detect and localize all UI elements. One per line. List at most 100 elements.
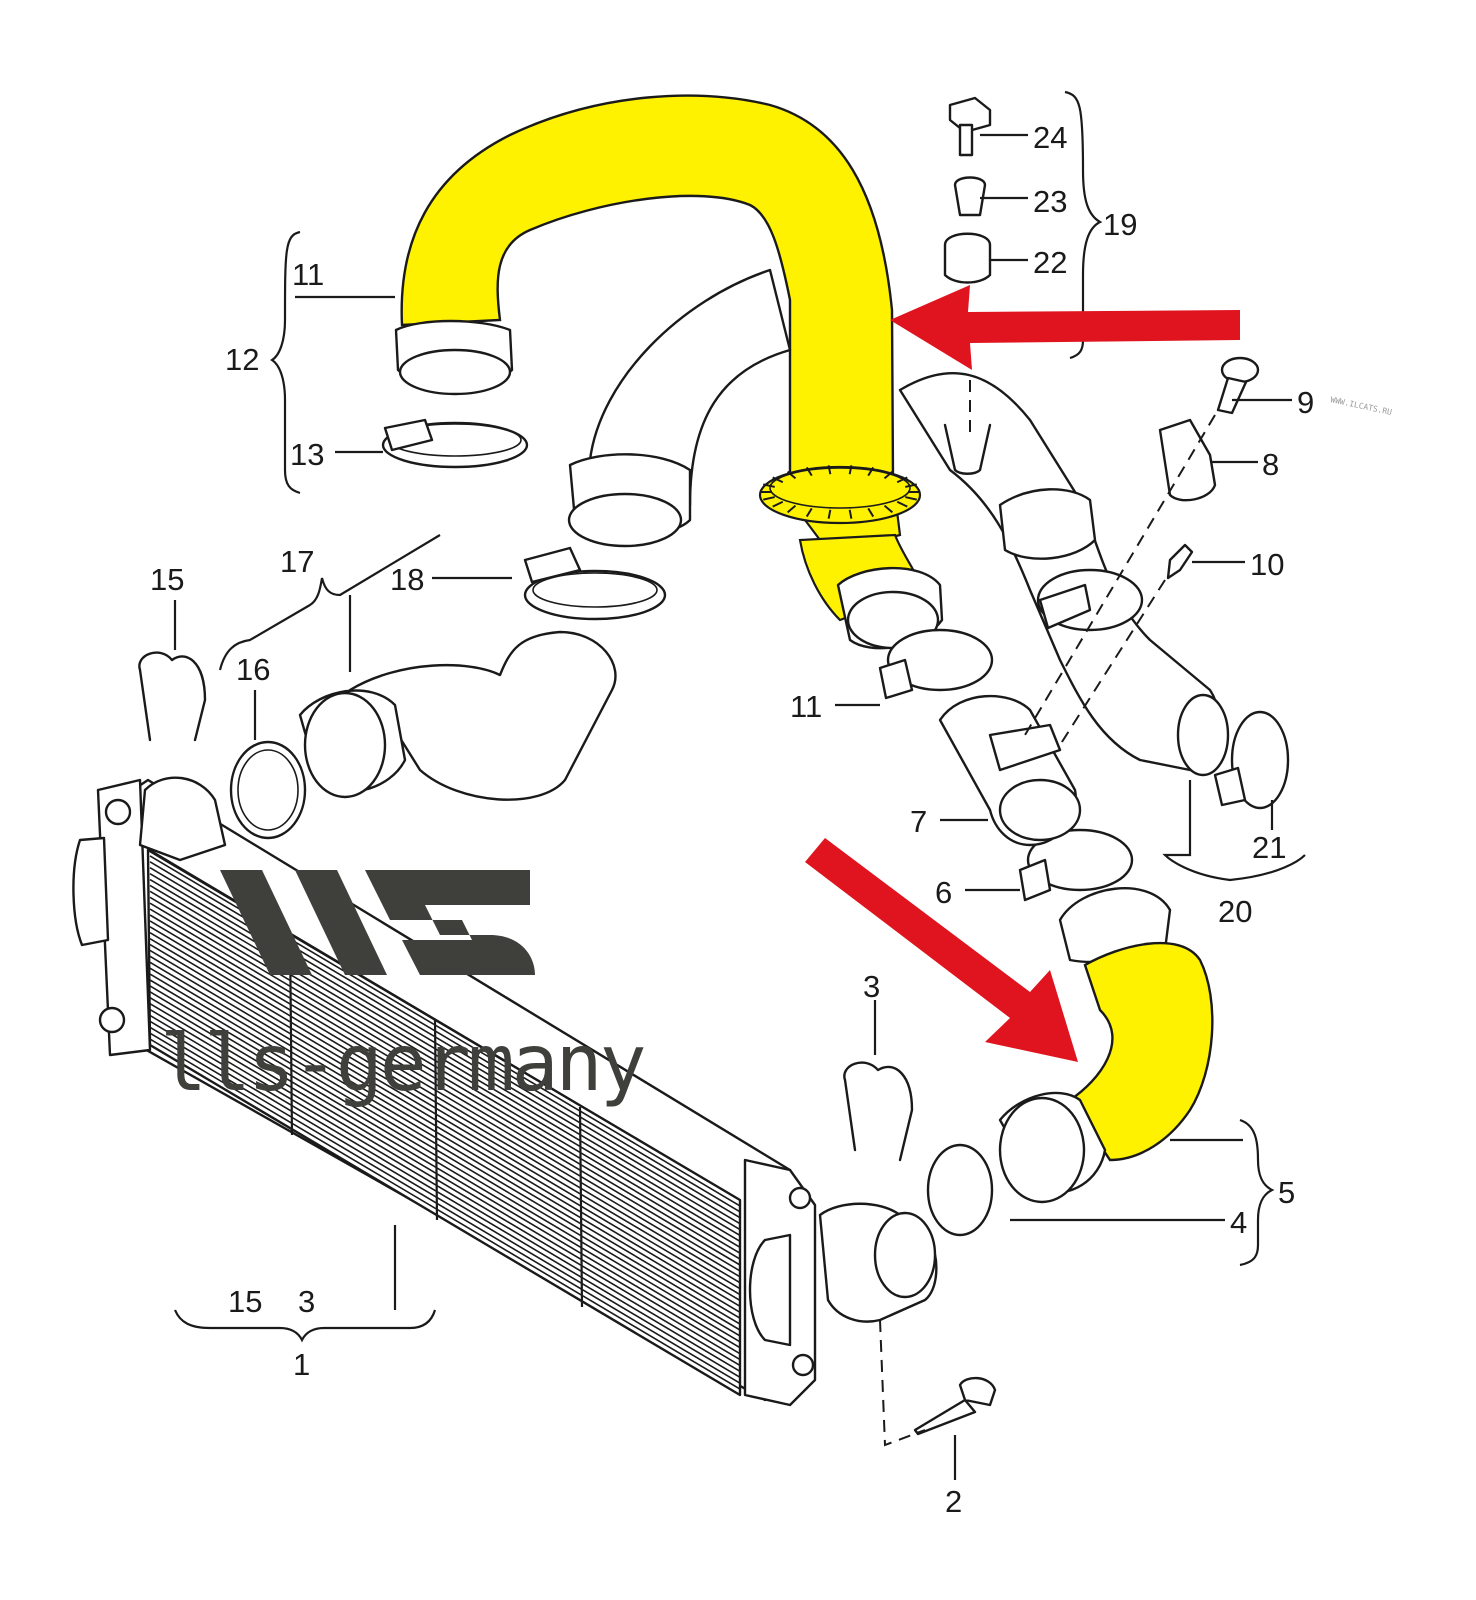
- fin-line: [149, 920, 741, 1272]
- ring-rib: [772, 476, 784, 484]
- fin-line: [149, 884, 741, 1237]
- o-ring-lower: [926, 1143, 994, 1237]
- hose-ring-ribs: [760, 465, 920, 519]
- clip-15: [138, 651, 207, 742]
- ring-rib: [883, 504, 894, 514]
- fin-line: [149, 955, 741, 1308]
- o-ring-16: [229, 740, 307, 840]
- fin-line: [149, 973, 741, 1325]
- callout-labels: 1 2 3 3 4 5 6 7 8 9 10 11 11 12 13 15 15…: [150, 120, 1314, 1519]
- ring-rib: [786, 504, 797, 514]
- ring-rib: [867, 507, 875, 518]
- fin-line: [149, 878, 741, 1231]
- callout-18: 18: [390, 562, 424, 597]
- fin-line: [149, 1032, 741, 1384]
- sensor-8: [1158, 418, 1217, 502]
- ring-rib: [763, 496, 775, 501]
- upper-charge-hose-highlighted: [394, 94, 944, 650]
- callout-5: 5: [1278, 1175, 1295, 1210]
- ring-rib: [786, 470, 797, 480]
- ring-rib: [848, 465, 853, 475]
- hose-clamp-21: [1213, 710, 1290, 810]
- ring-rib: [763, 483, 775, 488]
- fin-line: [149, 943, 741, 1296]
- ring-rib: [883, 470, 894, 480]
- clip-3: [843, 1061, 914, 1162]
- callout-9: 9: [1297, 385, 1314, 420]
- fin-line: [149, 890, 741, 1243]
- fin-line: [149, 914, 741, 1266]
- source-watermark: WWW.ILCATS.RU: [1330, 395, 1393, 417]
- lls-wordmark: lls-germany: [160, 1019, 644, 1109]
- callout-4: 4: [1230, 1205, 1247, 1240]
- callout-15: 15: [150, 562, 184, 597]
- hose-clamp-6: [1018, 828, 1134, 902]
- screw-9: [1216, 356, 1260, 415]
- fin-line: [149, 1026, 741, 1378]
- ring-rib: [827, 465, 832, 475]
- fin-line: [149, 991, 741, 1343]
- fin-line: [149, 967, 741, 1319]
- hose-clamp-20: [1036, 568, 1144, 632]
- callout-11: 11: [292, 257, 324, 292]
- callout-3: 3: [863, 969, 880, 1004]
- fin-line: [149, 926, 741, 1278]
- fin-line: [149, 896, 741, 1248]
- ring-rib: [827, 509, 832, 519]
- fin-line: [149, 997, 741, 1349]
- hose-clamp-11-lower: [878, 628, 994, 700]
- leader-lines: [173, 90, 1306, 1480]
- fasteners-19: [943, 96, 992, 284]
- arrow-lower-hose: [805, 838, 1078, 1062]
- ring-rib: [848, 509, 853, 519]
- callout-12: 12: [225, 342, 259, 377]
- fin-line: [149, 979, 741, 1331]
- ring-rib: [896, 500, 908, 508]
- fin-line: [149, 949, 741, 1302]
- fin-line: [149, 932, 741, 1284]
- callout-15: 15: [228, 1284, 262, 1319]
- lower-left-hose-17: [298, 630, 617, 801]
- fin-line: [149, 1014, 741, 1367]
- pin-10: [1166, 543, 1194, 580]
- callout-6: 6: [935, 875, 952, 910]
- ring-rib: [805, 507, 813, 518]
- pipe-connector-7: [938, 694, 1082, 847]
- callout-2: 2: [945, 1484, 962, 1519]
- callout-3: 3: [298, 1284, 315, 1319]
- bracket: [943, 423, 992, 475]
- fin-line: [149, 908, 741, 1260]
- callout-10: 10: [1250, 547, 1284, 582]
- arrow-upper-hose: [890, 285, 1240, 370]
- ring-rib: [867, 466, 875, 477]
- self-tapping-screw-2: [913, 1376, 997, 1436]
- callout-19: 19: [1103, 207, 1137, 242]
- callout-22: 22: [1033, 245, 1067, 280]
- fin-line: [149, 902, 741, 1254]
- callout-16: 16: [236, 652, 270, 687]
- ring-rib: [772, 500, 784, 508]
- fin-line: [149, 961, 741, 1313]
- callout-21: 21: [1252, 830, 1286, 865]
- callout-17: 17: [280, 544, 314, 579]
- fin-line: [149, 1044, 741, 1396]
- hose-clamp-18: [523, 546, 667, 621]
- fin-line: [149, 937, 741, 1290]
- right-pipe-20: [898, 371, 1230, 777]
- fin-line: [149, 872, 741, 1225]
- ring-rib: [905, 496, 917, 501]
- lls-logo-mark: [220, 870, 535, 975]
- callout-23: 23: [1033, 184, 1067, 219]
- fin-line: [149, 1038, 741, 1390]
- callout-7: 7: [910, 804, 927, 839]
- fin-line: [149, 985, 741, 1337]
- fin-line: [149, 1020, 741, 1373]
- callout-20: 20: [1218, 894, 1252, 929]
- callout-11: 11: [790, 689, 822, 724]
- fin-line: [149, 1002, 741, 1355]
- middle-pipe: [567, 268, 792, 548]
- ring-rib: [896, 476, 908, 484]
- callout-1: 1: [293, 1347, 310, 1382]
- hose-clamp-13: [381, 418, 529, 469]
